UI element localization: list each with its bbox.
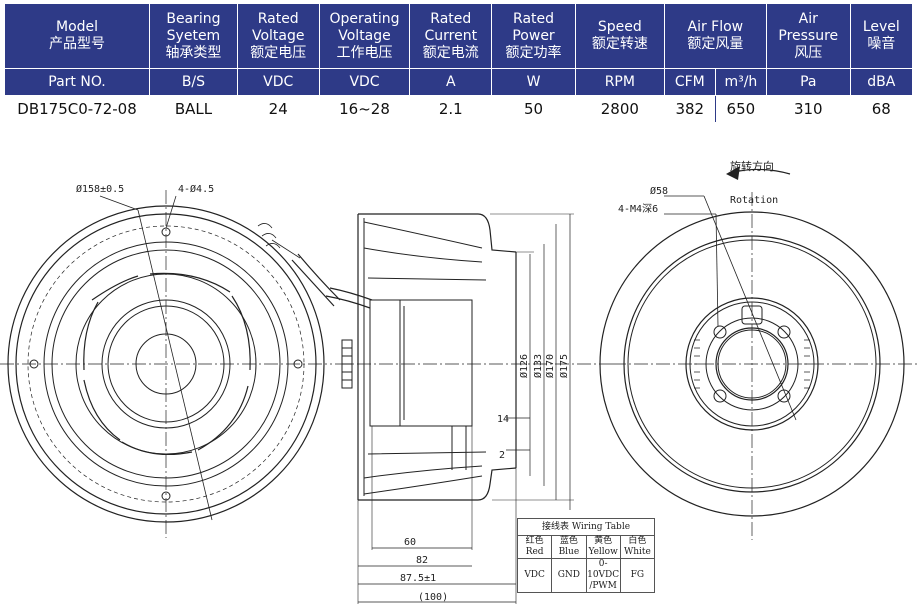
- rotation-cn: 旋转方向: [730, 159, 774, 173]
- unit-vdc-operating: VDC: [318, 68, 411, 96]
- dim-175: Ø175: [558, 354, 570, 378]
- unit-rpm: RPM: [574, 68, 665, 96]
- value-air-pressure: 310: [765, 95, 851, 123]
- dim-170: Ø170: [544, 354, 556, 378]
- wire-red-en: Red: [525, 547, 544, 557]
- dim-len-87: 87.5±1: [400, 573, 436, 584]
- wire-white-cn: 白色: [628, 536, 647, 546]
- unit-watt: W: [491, 68, 576, 96]
- value-part-no: DB175C0-72-08: [3, 95, 151, 123]
- rotation-arrow-icon: [726, 166, 740, 180]
- unit-amp: A: [409, 68, 493, 96]
- value-bearing: BALL: [149, 95, 238, 123]
- wire-white-en: White: [623, 547, 651, 557]
- wire-yellow-en: Yellow: [588, 547, 618, 557]
- dim-133: Ø133: [532, 354, 544, 378]
- unit-pa: Pa: [765, 68, 851, 96]
- value-speed: 2800: [574, 95, 665, 123]
- unit-bs: B/S: [149, 68, 238, 96]
- value-airflow: 382 650: [663, 95, 767, 123]
- wiring-table-title: 接线表 Wiring Table: [517, 518, 655, 536]
- func-gnd: GND: [551, 558, 587, 593]
- dim-len-60: 60: [404, 537, 416, 548]
- front-view: [0, 190, 341, 538]
- value-operating-voltage: 16~28: [318, 95, 411, 123]
- unit-m3h: m³/h: [714, 69, 766, 95]
- side-view: [325, 213, 612, 604]
- unit-dba: dBA: [849, 68, 914, 96]
- rear-dia-label: Ø58: [650, 185, 668, 197]
- front-holes-label: 4-Ø4.5: [178, 183, 214, 195]
- wiring-function-row: VDC GND 0-10VDC /PWM FG: [516, 558, 656, 593]
- func-pwm: 0-10VDC /PWM: [585, 558, 621, 593]
- rear-holes-label: 4-M4深6: [618, 203, 658, 215]
- dim-len-100: (100): [418, 592, 448, 603]
- value-level: 68: [849, 95, 914, 123]
- unit-part-no: Part NO.: [3, 68, 151, 96]
- func-fg: FG: [619, 558, 656, 593]
- value-rated-voltage: 24: [236, 95, 320, 123]
- value-m3h: 650: [714, 96, 766, 122]
- func-vdc: VDC: [516, 558, 553, 593]
- wire-blue-en: Blue: [558, 547, 580, 557]
- wire-yellow-cn: 黄色: [594, 536, 613, 546]
- spec-value-row: DB175C0-72-08 BALL 24 16~28 2.1 50 2800 …: [3, 95, 914, 123]
- wire-blue-cn: 蓝色: [559, 536, 578, 546]
- front-dia-label: Ø158±0.5: [76, 183, 124, 195]
- wire-red-cn: 红色: [525, 536, 544, 546]
- rotation-en: Rotation: [730, 195, 778, 206]
- dim-126: Ø126: [518, 354, 530, 378]
- value-rated-power: 50: [491, 95, 576, 123]
- dim-2: 2: [499, 450, 505, 461]
- value-cfm: 382: [675, 100, 705, 118]
- unit-cfm: CFM: [674, 74, 705, 90]
- dim-len-82: 82: [416, 555, 428, 566]
- rear-view: [599, 168, 917, 540]
- dim-14: 14: [497, 414, 509, 425]
